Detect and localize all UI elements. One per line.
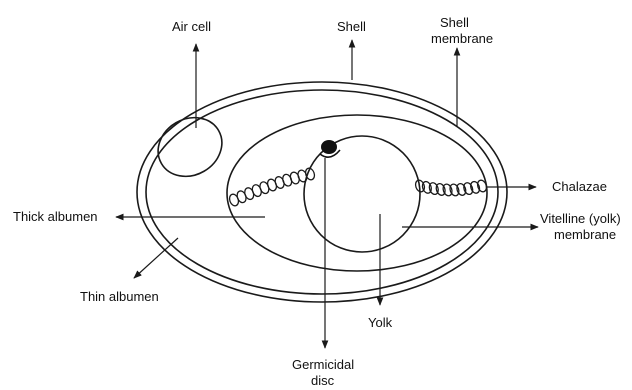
chalaza-loop <box>462 181 474 195</box>
air-cell <box>147 106 232 187</box>
label-vitelline-line1: Vitelline (yolk) <box>540 211 621 226</box>
pointer-thin-albumen <box>134 238 178 278</box>
yolk-circle <box>304 136 420 252</box>
label-shell-membrane-line2: membrane <box>431 31 493 46</box>
chalaza-loop <box>455 182 467 196</box>
label-vitelline-line2: membrane <box>554 227 616 242</box>
label-thick-albumen: Thick albumen <box>13 209 98 224</box>
label-shell-membrane-line1: Shell <box>440 15 469 30</box>
label-chalazae: Chalazae <box>552 179 607 194</box>
label-germinal-line2: disc <box>311 373 335 388</box>
label-shell: Shell <box>337 19 366 34</box>
label-thin-albumen: Thin albumen <box>80 289 159 304</box>
chalazae-left <box>228 167 316 207</box>
label-germinal-line1: Germicidal <box>292 357 354 372</box>
chalaza-loop <box>469 180 481 194</box>
germinal-disc <box>321 140 337 154</box>
chalazae-right <box>414 179 488 197</box>
label-air-cell: Air cell <box>172 19 211 34</box>
label-yolk: Yolk <box>368 315 393 330</box>
